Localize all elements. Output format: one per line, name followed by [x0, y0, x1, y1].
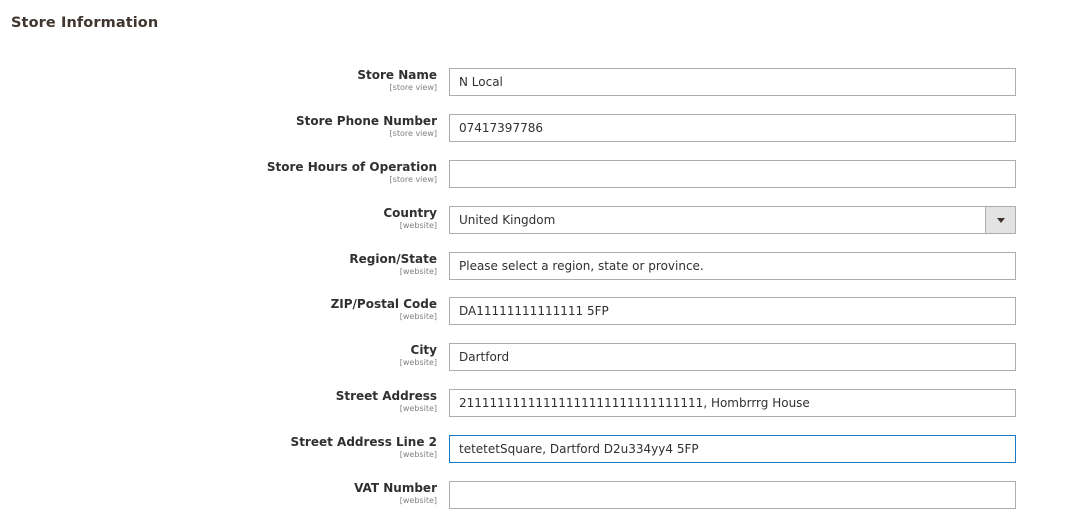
- section-title: Store Information: [11, 15, 159, 31]
- street-address-2-scope: [website]: [399, 450, 437, 459]
- vat-number-label: VAT Number: [354, 481, 437, 495]
- store-hours-input[interactable]: [449, 160, 1016, 188]
- zip-row: ZIP/Postal Code [website] DA111111111111…: [0, 297, 1077, 343]
- region-row: Region/State [website] Please select a r…: [0, 252, 1077, 298]
- store-hours-label: Store Hours of Operation: [266, 160, 437, 174]
- street-address-scope: [website]: [399, 404, 437, 413]
- store-phone-label: Store Phone Number: [295, 114, 437, 128]
- street-address-2-label: Street Address Line 2: [290, 435, 437, 449]
- city-label-group: City [website]: [400, 343, 437, 368]
- street-address-2-input[interactable]: tetetetSquare, Dartford D2u334yy4 5FP: [449, 435, 1016, 463]
- city-row: City [website] Dartford: [0, 343, 1077, 389]
- store-phone-scope: [store view]: [389, 129, 437, 138]
- store-hours-label-group: Store Hours of Operation [store view]: [267, 160, 437, 185]
- country-scope: [website]: [399, 221, 437, 230]
- region-input[interactable]: Please select a region, state or provinc…: [449, 252, 1016, 280]
- country-select[interactable]: United Kingdom: [449, 206, 1016, 234]
- zip-label: ZIP/Postal Code: [330, 297, 437, 311]
- zip-label-group: ZIP/Postal Code [website]: [331, 297, 437, 322]
- store-phone-label-group: Store Phone Number [store view]: [296, 114, 437, 139]
- store-phone-input[interactable]: 07417397786: [449, 114, 1016, 142]
- street-address-label-group: Street Address [website]: [336, 389, 437, 414]
- store-name-label: Store Name: [357, 68, 437, 82]
- street-address-label: Street Address: [335, 389, 437, 403]
- street-address-2-label-group: Street Address Line 2 [website]: [291, 435, 437, 460]
- region-scope: [website]: [399, 267, 437, 276]
- street-address-2-row: Street Address Line 2 [website] tetetetS…: [0, 435, 1077, 481]
- zip-scope: [website]: [399, 312, 437, 321]
- city-label: City: [410, 343, 437, 357]
- store-name-scope: [store view]: [389, 83, 437, 92]
- region-label-group: Region/State [website]: [349, 252, 437, 277]
- city-scope: [website]: [399, 358, 437, 367]
- vat-number-row: VAT Number [website]: [0, 481, 1077, 527]
- zip-input[interactable]: DA11111111111111 5FP: [449, 297, 1016, 325]
- chevron-down-icon[interactable]: [985, 207, 1015, 233]
- region-label: Region/State: [349, 252, 437, 266]
- store-hours-scope: [store view]: [389, 175, 437, 184]
- country-label-group: Country [website]: [383, 206, 437, 231]
- vat-number-input[interactable]: [449, 481, 1016, 509]
- country-row: Country [website] United Kingdom: [0, 206, 1077, 252]
- vat-number-scope: [website]: [399, 496, 437, 505]
- country-label: Country: [383, 206, 437, 220]
- store-name-label-group: Store Name [store view]: [357, 68, 437, 93]
- street-address-row: Street Address [website] 211111111111111…: [0, 389, 1077, 435]
- store-name-row: Store Name [store view] N Local: [0, 68, 1077, 114]
- store-hours-row: Store Hours of Operation [store view]: [0, 160, 1077, 206]
- store-phone-row: Store Phone Number [store view] 07417397…: [0, 114, 1077, 160]
- store-name-input[interactable]: N Local: [449, 68, 1016, 96]
- street-address-input[interactable]: 21111111111111111111111111111111, Hombrr…: [449, 389, 1016, 417]
- country-select-value: United Kingdom: [459, 213, 556, 227]
- city-input[interactable]: Dartford: [449, 343, 1016, 371]
- vat-number-label-group: VAT Number [website]: [354, 481, 437, 506]
